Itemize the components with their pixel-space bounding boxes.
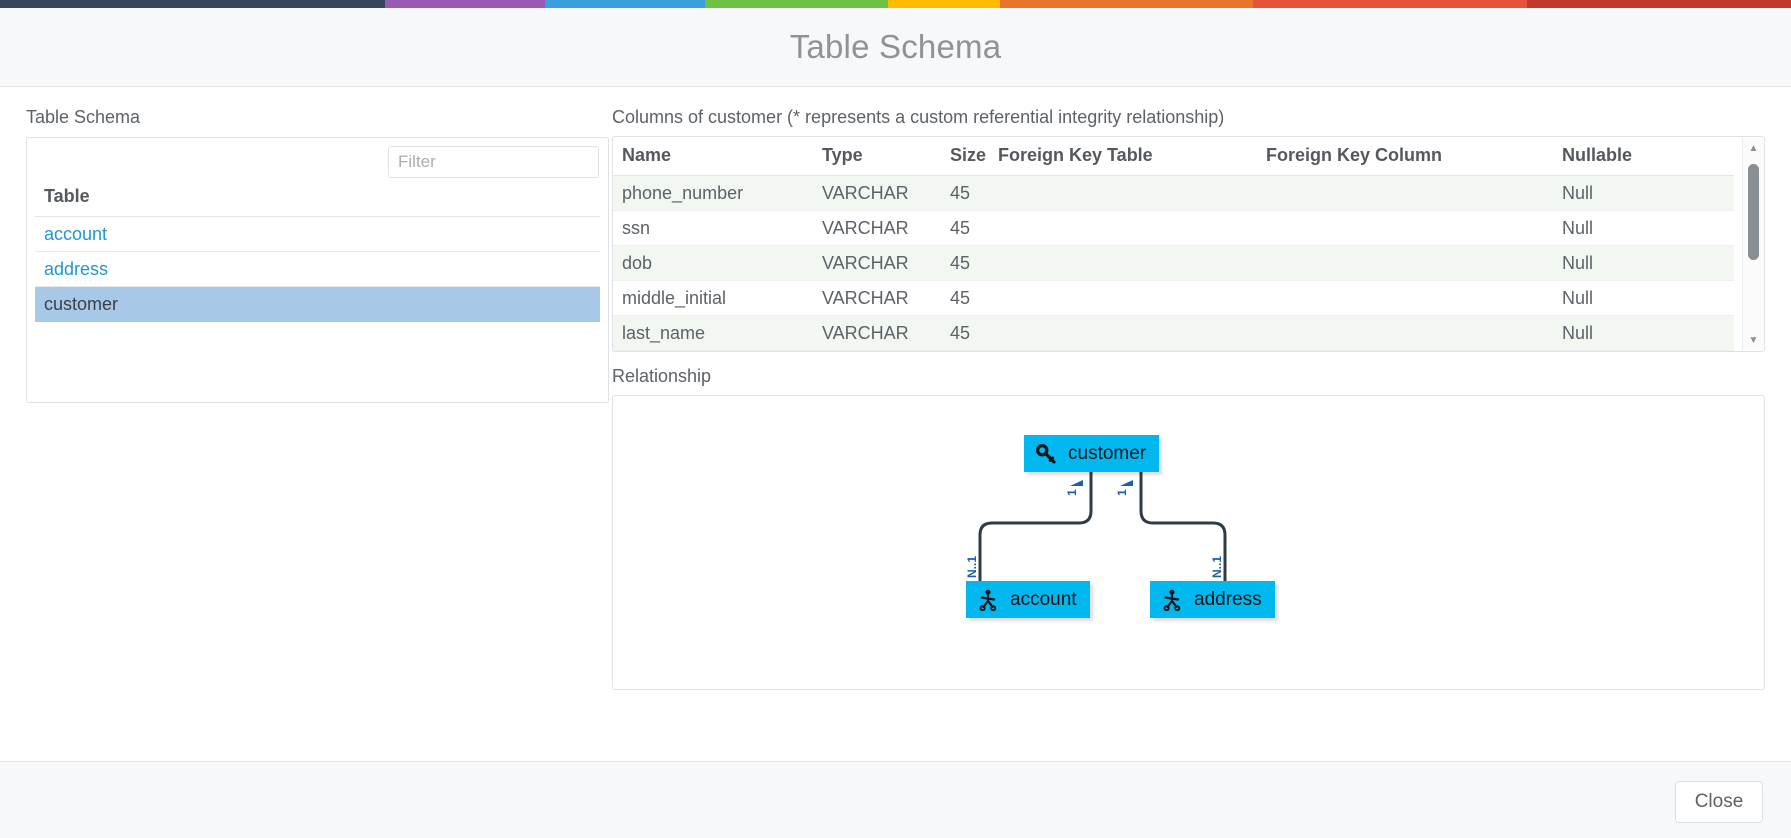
- relationship-label: Relationship: [612, 366, 712, 386]
- columns-table: Name Type Size Foreign Key Table Foreign…: [613, 137, 1734, 351]
- accent-segment-orange-red: [1253, 0, 1527, 8]
- foreign-key-icon: [1161, 589, 1183, 611]
- cell-fk-table: [989, 315, 1257, 351]
- cell-fk-column: [1257, 210, 1553, 246]
- diagram-node-customer-label: customer: [1068, 442, 1147, 464]
- cell-type: VARCHAR: [813, 315, 941, 351]
- columns-table-header-row: Name Type Size Foreign Key Table Foreign…: [613, 137, 1734, 176]
- cell-name: dob: [613, 245, 813, 281]
- cardinality-child-address: N..1: [1210, 555, 1224, 578]
- page-title: Table Schema: [789, 28, 1002, 65]
- cell-type: VARCHAR: [813, 175, 941, 211]
- cell-nullable: Null: [1553, 175, 1734, 211]
- edge-arrow-account-icon: [1070, 480, 1083, 486]
- scroll-down-arrow-icon[interactable]: ▼: [1748, 334, 1759, 346]
- accent-segment-yellow: [888, 0, 1000, 8]
- table-column-header: Table: [44, 186, 90, 206]
- cell-fk-column: [1257, 175, 1553, 211]
- cell-nullable: Null: [1553, 280, 1734, 316]
- cell-fk-column: [1257, 280, 1553, 316]
- table-list-item-address[interactable]: address: [35, 252, 600, 287]
- dialog-body: Table Schema Table accountaddresscustome…: [0, 88, 1791, 761]
- cell-fk-table: [989, 210, 1257, 246]
- accent-segment-dark-red: [1527, 0, 1791, 8]
- cell-name: last_name: [613, 315, 813, 351]
- relationship-connectors: [978, 471, 1227, 581]
- header-type[interactable]: Type: [813, 137, 941, 176]
- primary-key-icon: [1035, 443, 1057, 465]
- cell-fk-table: [989, 245, 1257, 281]
- cell-nullable: Null: [1553, 315, 1734, 351]
- header-name[interactable]: Name: [613, 137, 813, 176]
- cell-fk-table: [989, 175, 1257, 211]
- diagram-node-account-label: account: [1010, 588, 1077, 610]
- edge-customer-address: [1139, 471, 1227, 581]
- columns-table-scrollbar[interactable]: ▲ ▼: [1742, 138, 1763, 350]
- table-schema-panel: Table Schema Table accountaddresscustome…: [26, 106, 609, 403]
- edge-arrow-address-icon: [1120, 480, 1133, 486]
- accent-segment-purple: [385, 0, 545, 8]
- cell-size: 45: [941, 210, 989, 246]
- cell-nullable: Null: [1553, 245, 1734, 281]
- edge-customer-account: [978, 471, 1093, 581]
- diagram-node-address[interactable]: address: [1150, 581, 1275, 618]
- dialog-footer: Close: [0, 761, 1791, 838]
- table-list-item-customer[interactable]: customer: [35, 287, 600, 322]
- accent-segment-green: [705, 0, 888, 8]
- cell-type: VARCHAR: [813, 210, 941, 246]
- accent-segment-orange: [1000, 0, 1253, 8]
- table-list-header: Table: [35, 186, 600, 217]
- columns-title: Columns of customer (* represents a cust…: [612, 107, 1225, 127]
- columns-panel: Columns of customer (* represents a cust…: [612, 106, 1765, 690]
- cell-type: VARCHAR: [813, 245, 941, 281]
- cell-size: 45: [941, 245, 989, 281]
- cell-fk-column: [1257, 315, 1553, 351]
- accent-segment-blue: [545, 0, 705, 8]
- scrollbar-thumb[interactable]: [1748, 164, 1759, 260]
- table-list-item-account[interactable]: account: [35, 217, 600, 252]
- cardinality-child-account: N..1: [965, 555, 979, 578]
- cell-fk-column: [1257, 245, 1553, 281]
- cell-name: phone_number: [613, 175, 813, 211]
- scroll-up-arrow-icon[interactable]: ▲: [1748, 142, 1759, 154]
- foreign-key-icon: [977, 589, 999, 611]
- cell-fk-table: [989, 280, 1257, 316]
- cell-size: 45: [941, 175, 989, 211]
- filter-row: [27, 138, 608, 186]
- cell-size: 45: [941, 280, 989, 316]
- cardinality-parent-address: 1: [1115, 489, 1129, 496]
- accent-color-bar: [0, 0, 1791, 8]
- relationship-diagram: 1 1 N..1 N..1 customer: [612, 395, 1765, 690]
- cell-name: middle_initial: [613, 280, 813, 316]
- diagram-node-account[interactable]: account: [966, 581, 1090, 618]
- header-fk-column[interactable]: Foreign Key Column: [1257, 137, 1553, 176]
- cell-name: ssn: [613, 210, 813, 246]
- close-button[interactable]: Close: [1675, 781, 1763, 823]
- header-nullable[interactable]: Nullable: [1553, 137, 1734, 176]
- cell-size: 45: [941, 315, 989, 351]
- filter-input[interactable]: [388, 146, 599, 178]
- table-schema-label: Table Schema: [26, 107, 141, 127]
- header-size[interactable]: Size: [941, 137, 989, 176]
- dialog-header: Table Schema: [0, 8, 1791, 87]
- diagram-node-customer[interactable]: customer: [1024, 435, 1160, 472]
- header-fk-table[interactable]: Foreign Key Table: [989, 137, 1257, 176]
- cell-nullable: Null: [1553, 210, 1734, 246]
- columns-table-box: Name Type Size Foreign Key Table Foreign…: [612, 136, 1765, 352]
- cell-type: VARCHAR: [813, 280, 941, 316]
- cardinality-parent-account: 1: [1065, 489, 1079, 496]
- accent-segment-navy: [0, 0, 385, 8]
- diagram-node-address-label: address: [1194, 588, 1262, 610]
